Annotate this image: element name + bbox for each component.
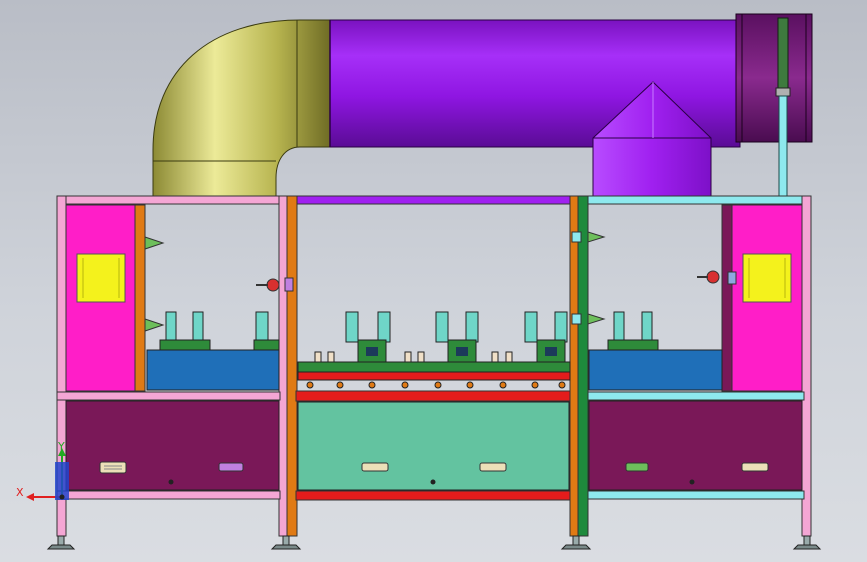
fixture-center-2[interactable] xyxy=(435,311,479,363)
exhaust-hood[interactable] xyxy=(592,81,712,197)
electrical-cabinet-left[interactable] xyxy=(65,204,165,392)
fixture-center-3[interactable] xyxy=(524,311,568,363)
fixture-center-1[interactable] xyxy=(345,311,391,363)
electrical-cabinet-right[interactable] xyxy=(697,204,803,392)
tank-left xyxy=(146,349,280,391)
drawer-center[interactable] xyxy=(297,401,570,491)
drawer-cabinets[interactable] xyxy=(65,400,803,491)
fixture-left[interactable] xyxy=(159,311,280,351)
drawer-left[interactable] xyxy=(65,400,280,491)
axis-triad xyxy=(26,448,69,501)
tank-right xyxy=(588,349,723,391)
drawer-right[interactable] xyxy=(588,400,803,491)
post-hardware xyxy=(256,231,737,325)
y-axis-label: Y xyxy=(58,440,65,453)
z-axis-indicator xyxy=(55,462,69,500)
leveling-feet xyxy=(46,535,822,550)
duct-damper[interactable] xyxy=(735,13,813,197)
x-axis-label: X xyxy=(16,486,24,499)
duct-elbow[interactable] xyxy=(152,19,331,197)
conveyor-line[interactable] xyxy=(297,361,571,389)
fixture-stations[interactable] xyxy=(159,311,659,363)
fixture-right[interactable] xyxy=(607,311,659,351)
